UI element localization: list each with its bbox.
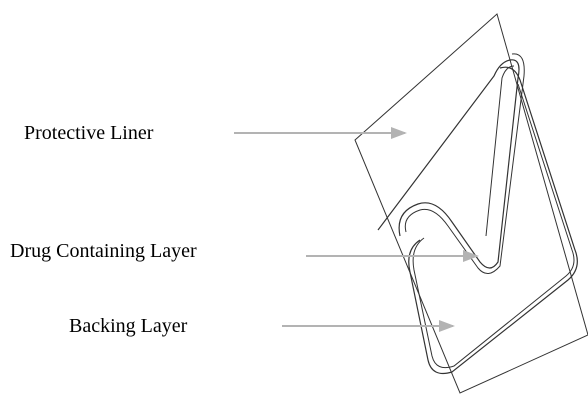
label-drug-containing-layer: Drug Containing Layer — [10, 240, 197, 262]
drug-layer-fold-outer — [377, 59, 520, 269]
label-protective-liner: Protective Liner — [24, 122, 154, 144]
drug-layer-fold-inner — [404, 53, 525, 274]
drug-layer-fold-inner-2 — [485, 65, 515, 237]
label-backing-layer: Backing Layer — [69, 315, 188, 337]
backing-layer-inner-edge — [412, 83, 575, 369]
backing-layer-shape — [408, 66, 578, 375]
protective-liner-sheet — [354, 13, 588, 394]
